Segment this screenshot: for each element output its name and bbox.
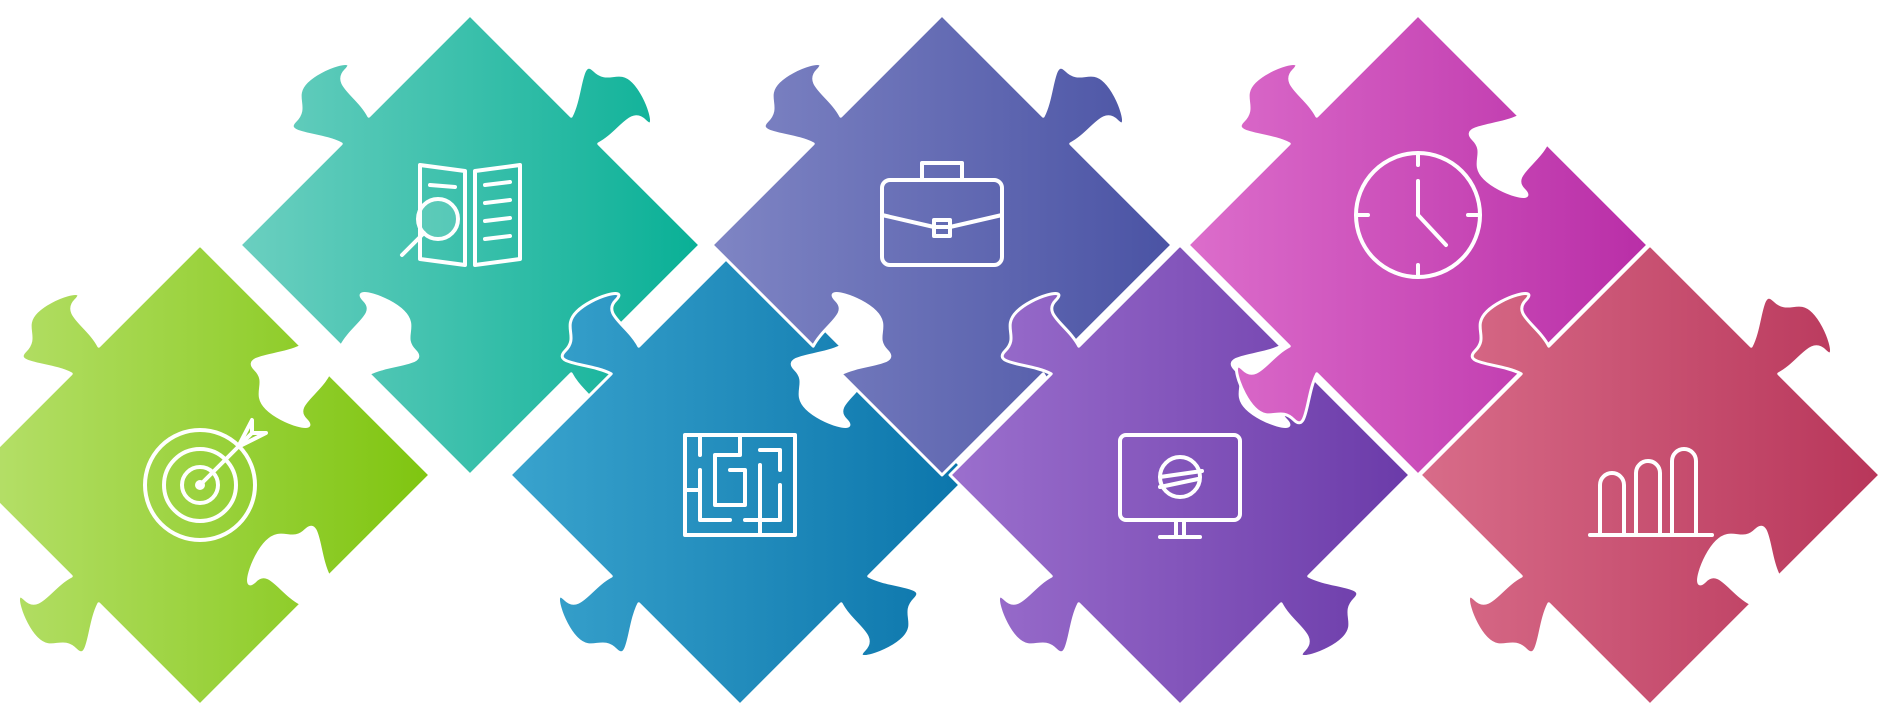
clock-icon — [1354, 151, 1482, 279]
maze-icon — [683, 433, 797, 537]
puzzle-piece-maze — [508, 243, 972, 705]
target-arrow-icon — [143, 418, 268, 542]
bar-chart-growth-icon — [1588, 447, 1714, 537]
puzzle-piece-shape-maze — [508, 243, 972, 705]
puzzle-pieces — [0, 13, 1882, 705]
puzzle-piece-growth — [1418, 243, 1882, 705]
puzzle-piece-target — [0, 243, 432, 705]
book-magnifier-icon — [400, 163, 522, 267]
briefcase-icon — [880, 161, 1004, 267]
puzzle-piece-monitor — [948, 243, 1412, 705]
monitor-logo-icon — [1118, 433, 1242, 539]
puzzle-piece-shape-growth — [1418, 243, 1882, 705]
